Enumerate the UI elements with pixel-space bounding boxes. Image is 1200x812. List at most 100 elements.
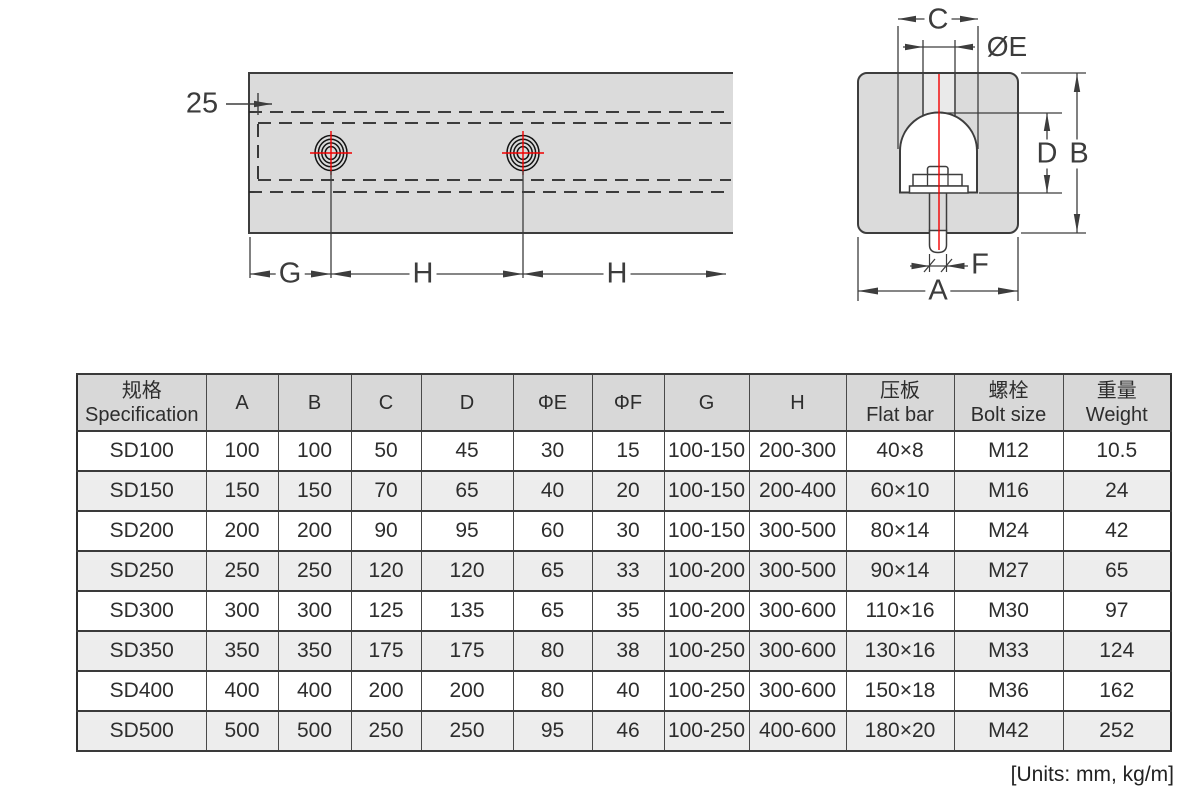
table-cell: 250 [205,550,279,592]
table-cell: 250 [350,710,422,752]
column-header: ΦE [512,373,593,432]
dim-label-h1: H [409,259,437,289]
table-cell: 162 [1062,670,1172,712]
table-cell: 250 [420,710,514,752]
table-cell: 30 [591,510,665,552]
spec-cell: SD200 [76,510,207,552]
table-cell: 80 [512,670,593,712]
dim-label-e: ØE [983,33,1031,61]
table-cell: 100-200 [663,590,750,632]
table-cell: 60 [512,510,593,552]
table-cell: 150 [205,470,279,512]
anchor-bolt-symbol [310,131,352,175]
table-cell: 100-150 [663,430,750,472]
table-cell: 100-250 [663,670,750,712]
table-cell: 35 [591,590,665,632]
table-cell: 135 [420,590,514,632]
table-cell: 110×16 [845,590,955,632]
spec-cell: SD350 [76,630,207,672]
table-cell: 95 [420,510,514,552]
spec-cell: SD150 [76,470,207,512]
table-cell: 90 [350,510,422,552]
units-note: [Units: mm, kg/m] [1010,763,1174,786]
table-cell: 100 [205,430,279,472]
table-cell: 350 [205,630,279,672]
table-cell: 10.5 [1062,430,1172,472]
table-cell: 65 [420,470,514,512]
table-cell: 80 [512,630,593,672]
table-cell: M33 [953,630,1064,672]
table-cell: M42 [953,710,1064,752]
table-cell: 125 [350,590,422,632]
spec-cell: SD300 [76,590,207,632]
table-cell: 45 [420,430,514,472]
spec-cell: SD500 [76,710,207,752]
anchor-bolt-symbol [502,131,544,175]
table-cell: 100-150 [663,470,750,512]
table-cell: 100-200 [663,550,750,592]
table-cell: 100-150 [663,510,750,552]
table-cell: 42 [1062,510,1172,552]
spec-cell: SD100 [76,430,207,472]
side-view-drawing [226,72,733,278]
table-cell: 90×14 [845,550,955,592]
column-header: A [205,373,279,432]
table-cell: 46 [591,710,665,752]
table-cell: 40×8 [845,430,955,472]
table-cell: 500 [205,710,279,752]
dim-label-25: 25 [182,89,222,119]
table-cell: 100-250 [663,630,750,672]
section-view-drawing [857,15,1086,301]
table-cell: 120 [420,550,514,592]
table-cell: 65 [1062,550,1172,592]
table-cell: 33 [591,550,665,592]
table-cell: 40 [512,470,593,512]
table-cell: 400 [277,670,352,712]
spec-cell: SD400 [76,670,207,712]
dim-label-g: G [275,259,305,289]
table-cell: 24 [1062,470,1172,512]
table-cell: 252 [1062,710,1172,752]
table-cell: M24 [953,510,1064,552]
dim-label-d: D [1033,139,1061,169]
column-header: H [748,373,847,432]
table-cell: M16 [953,470,1064,512]
table-cell: 65 [512,550,593,592]
table-cell: 100 [277,430,352,472]
table-cell: 150 [277,470,352,512]
table-cell: 175 [420,630,514,672]
technical-drawing [226,15,1086,301]
table-cell: 70 [350,470,422,512]
dim-label-f: F [968,250,992,280]
table-cell: 400-600 [748,710,847,752]
table-cell: 20 [591,470,665,512]
table-cell: 300 [205,590,279,632]
table-cell: 95 [512,710,593,752]
table-cell: 40 [591,670,665,712]
spec-cell: SD250 [76,550,207,592]
column-header: D [420,373,514,432]
table-cell: 250 [277,550,352,592]
table-cell: M36 [953,670,1064,712]
table-cell: 300-600 [748,590,847,632]
table-cell: 200 [277,510,352,552]
column-header: C [350,373,422,432]
table-cell: 300-600 [748,670,847,712]
table-cell: 124 [1062,630,1172,672]
table-cell: 80×14 [845,510,955,552]
table-cell: 200 [205,510,279,552]
table-cell: 150×18 [845,670,955,712]
dim-label-c: C [924,5,952,35]
column-header: G [663,373,750,432]
